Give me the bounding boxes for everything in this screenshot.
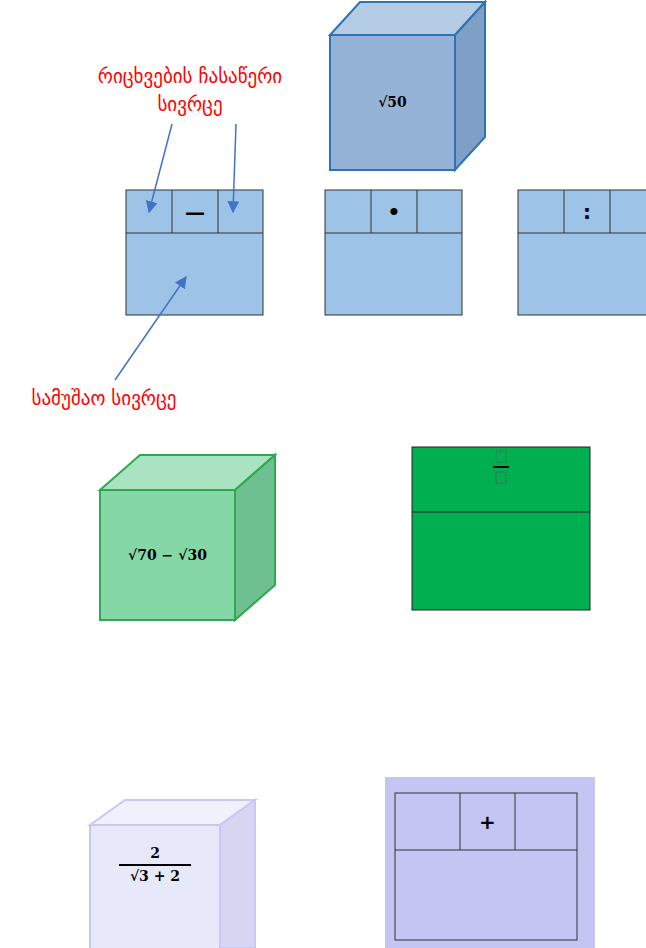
cube-face: √70 − √30 xyxy=(100,490,235,620)
operation-box: : xyxy=(518,190,646,315)
operation-box xyxy=(126,190,263,315)
operation-box: — xyxy=(126,190,263,315)
cube-face: √50 xyxy=(330,35,455,170)
operation-box xyxy=(325,190,462,315)
fraction-box xyxy=(412,447,590,610)
operator-symbol: : xyxy=(583,202,591,222)
operator-symbol: • xyxy=(388,202,401,222)
math-expression: √3 + 2 xyxy=(124,866,186,887)
cube-face: 2√3 + 2 xyxy=(90,825,220,948)
leader-arrow xyxy=(115,124,236,380)
callout-label: რიცხვების ჩასაწერი სივრცე xyxy=(95,62,285,118)
operator-symbol: + xyxy=(479,812,496,832)
operation-box xyxy=(385,777,595,948)
operation-box xyxy=(518,190,646,315)
math-expression: √70 − √30 xyxy=(128,547,207,564)
operation-box: + xyxy=(395,793,577,940)
operation-box: • xyxy=(325,190,462,315)
callout-label: სამუშაო სივრცე xyxy=(4,384,204,412)
operator-symbol: — xyxy=(185,202,205,222)
cube-figure xyxy=(330,2,485,170)
cube-figure xyxy=(90,800,255,948)
math-expression: 2 xyxy=(119,843,191,866)
cube-figure xyxy=(100,455,275,620)
math-expression: √50 xyxy=(378,94,407,111)
